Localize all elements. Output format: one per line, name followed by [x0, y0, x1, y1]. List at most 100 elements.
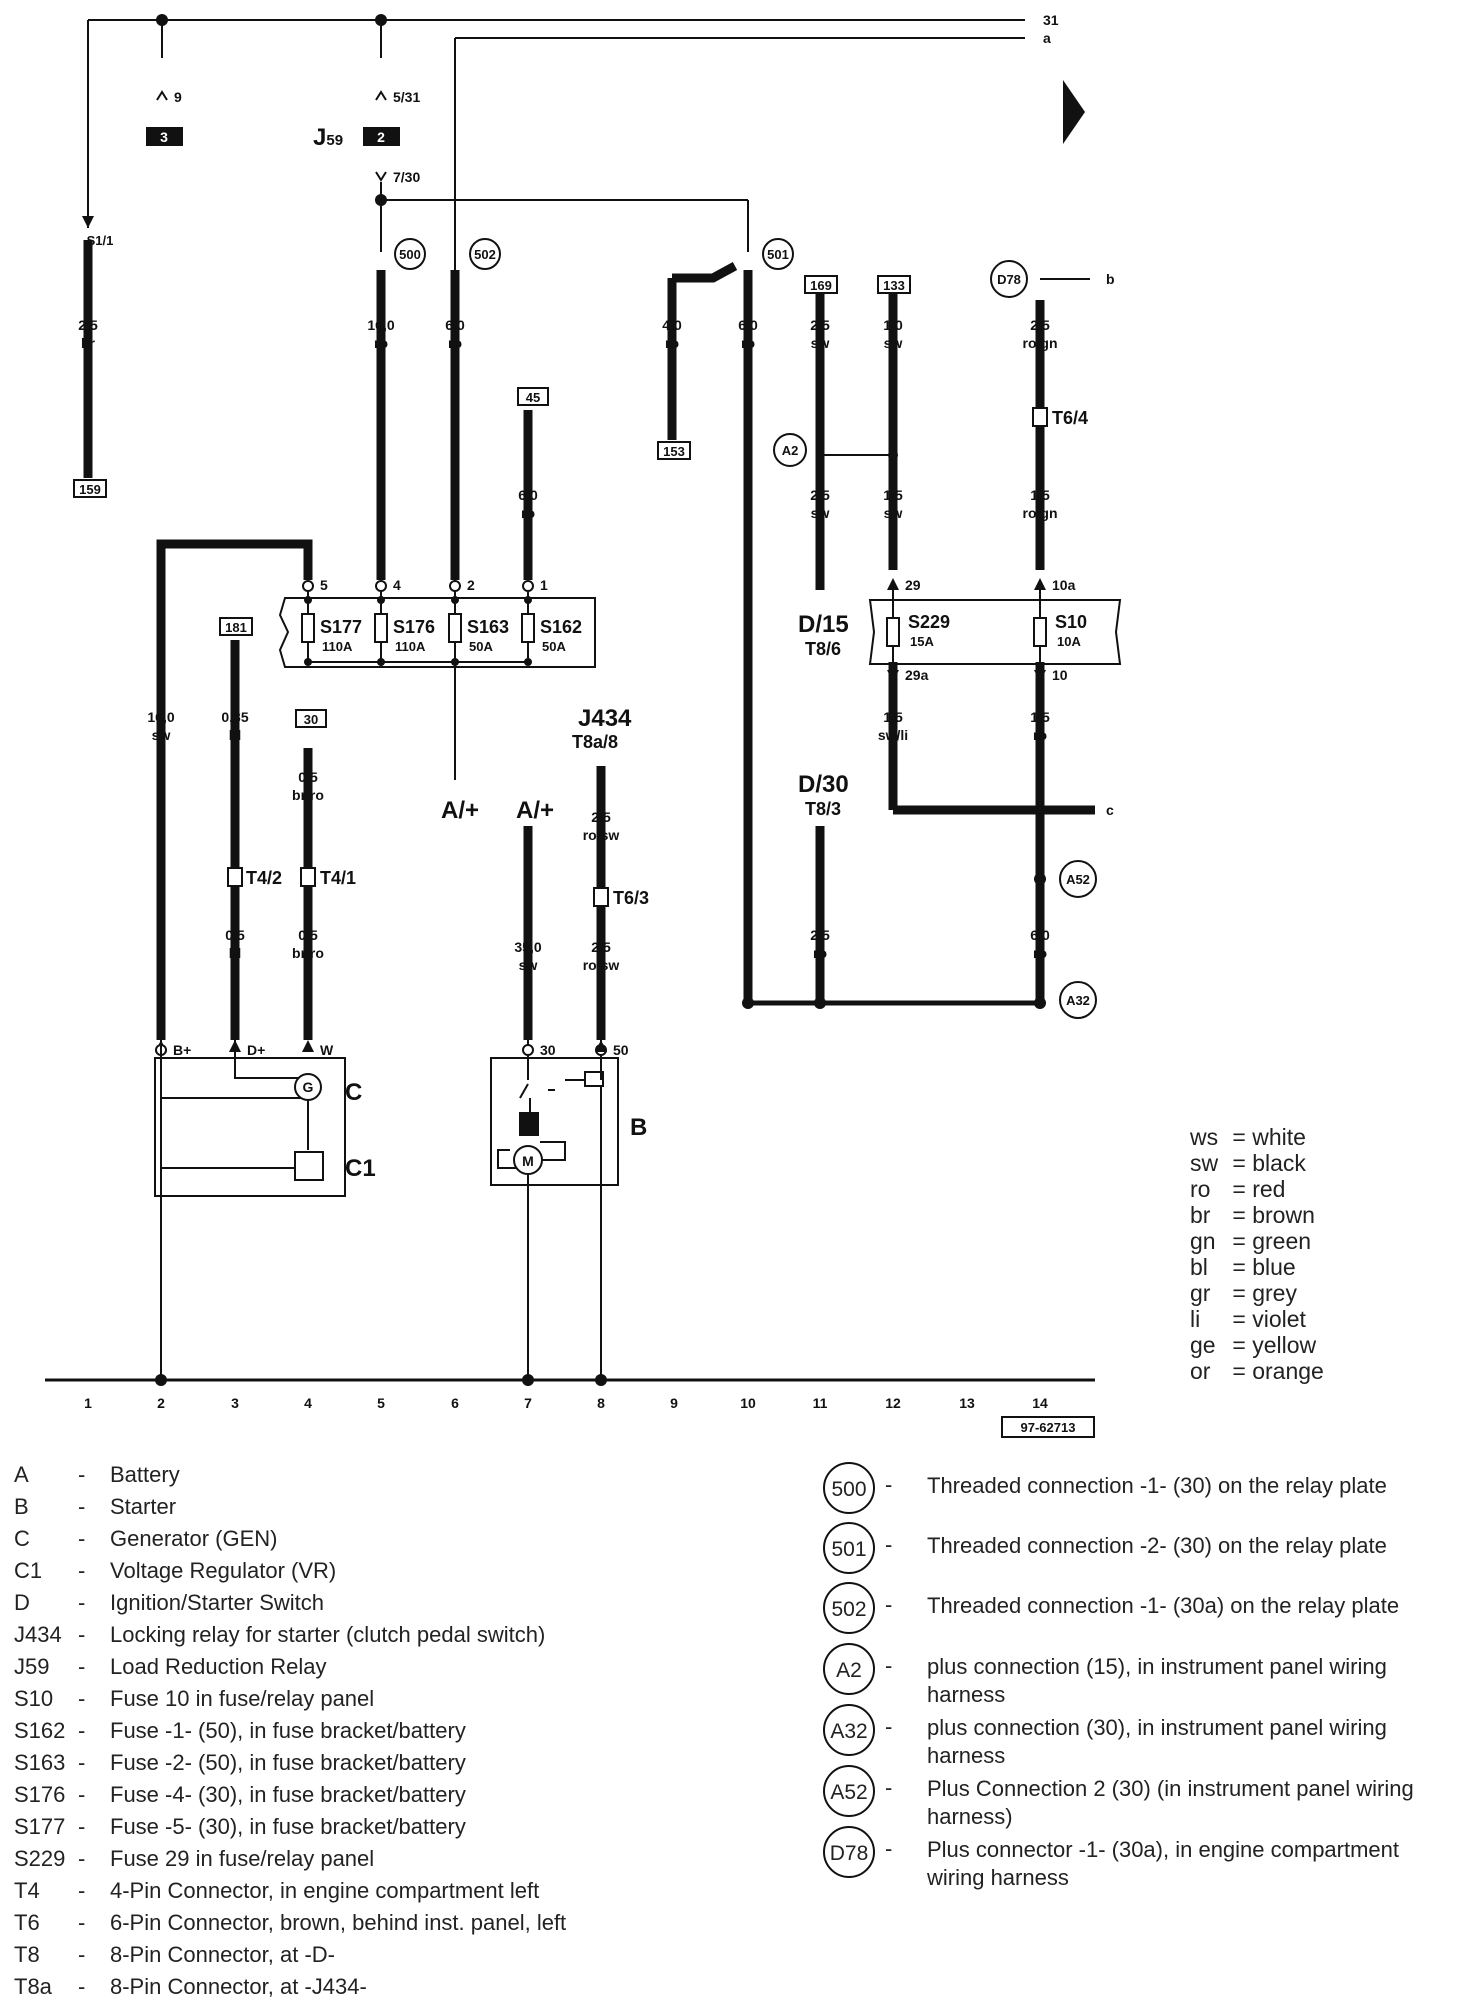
- svg-text:4,0: 4,0: [662, 317, 682, 333]
- connector-a32: A32: [1066, 993, 1090, 1008]
- connection-legend-row: 500-Threaded connection -1- (30) on the …: [823, 1460, 1463, 1518]
- bus-31-label: 31: [1043, 12, 1059, 28]
- svg-text:2: 2: [157, 1395, 165, 1411]
- svg-text:ro: ro: [521, 505, 535, 521]
- svg-text:10: 10: [740, 1395, 756, 1411]
- pin-10: 10: [1052, 667, 1068, 683]
- battery-plus-2: A/+: [516, 797, 554, 824]
- svg-text:ro: ro: [448, 335, 462, 351]
- color-key-row: ws = white: [1190, 1124, 1306, 1150]
- svg-text:6.0: 6.0: [518, 487, 538, 503]
- relay-box-3: [146, 127, 183, 146]
- relay-pin-9: 9: [174, 89, 182, 105]
- fuse-s177-rating: 110A: [322, 639, 353, 654]
- connector-t4-1: T4/1: [320, 868, 356, 888]
- svg-text:12: 12: [885, 1395, 901, 1411]
- svg-text:ro: ro: [665, 335, 679, 351]
- term-w: W: [320, 1042, 334, 1058]
- fuse-s229-rating: 15A: [910, 634, 934, 649]
- connector-d78: D78: [997, 272, 1021, 287]
- svg-text:5: 5: [377, 1395, 385, 1411]
- color-key-row: gr = grey: [1190, 1280, 1297, 1306]
- svg-text:bl: bl: [229, 727, 241, 743]
- fuse-pin-4: 4: [393, 577, 401, 593]
- fuse-s177: S177: [320, 617, 362, 637]
- svg-text:sw: sw: [519, 957, 538, 973]
- connector-t4-2: T4/2: [246, 868, 282, 888]
- svg-text:16,0: 16,0: [147, 709, 174, 725]
- color-key: ws = white sw = black ro = red br = brow…: [1190, 1124, 1324, 1384]
- ref-159: 159: [79, 482, 101, 497]
- relay-t8a-8: T8a/8: [572, 732, 618, 752]
- component-legend: A-Battery B-Starter C-Generator (GEN) C1…: [0, 1460, 1472, 2014]
- color-key-row: br = brown: [1190, 1202, 1315, 1228]
- generator-label: C: [345, 1079, 362, 1106]
- fuse-s10-rating: 10A: [1057, 634, 1081, 649]
- relay-box-3-label: 3: [160, 129, 168, 145]
- svg-text:ro/gn: ro/gn: [1023, 505, 1058, 521]
- switch-t8-6: T8/6: [805, 639, 841, 659]
- svg-text:S1/1: S1/1: [87, 233, 114, 248]
- svg-text:7: 7: [524, 1395, 532, 1411]
- svg-text:35,0: 35,0: [514, 939, 541, 955]
- fuse-s176: S176: [393, 617, 435, 637]
- fuse-pin-1: 1: [540, 577, 548, 593]
- bus-c-label: c: [1106, 802, 1114, 818]
- fuse-s229: S229: [908, 612, 950, 632]
- term-bplus: B+: [173, 1042, 191, 1058]
- svg-text:6,0: 6,0: [738, 317, 758, 333]
- svg-text:2,5: 2,5: [810, 927, 830, 943]
- svg-text:0,5: 0,5: [298, 769, 318, 785]
- relay-box-2: [363, 127, 400, 146]
- ref-181: 181: [225, 620, 247, 635]
- term-30: 30: [540, 1042, 556, 1058]
- svg-text:6,0: 6,0: [1030, 927, 1050, 943]
- ref-169: 169: [810, 278, 832, 293]
- svg-text:ro/gn: ro/gn: [1023, 335, 1058, 351]
- regulator-label: C1: [345, 1155, 376, 1182]
- svg-text:sw: sw: [811, 505, 830, 521]
- svg-text:sw/li: sw/li: [878, 727, 908, 743]
- generator-symbol: [294, 1073, 322, 1101]
- svg-text:ro/sw: ro/sw: [583, 957, 620, 973]
- relay-j434: J434: [578, 705, 632, 732]
- svg-text:G: G: [303, 1079, 314, 1095]
- pin-29: 29: [905, 577, 921, 593]
- pin-10a: 10a: [1052, 577, 1076, 593]
- svg-text:3: 3: [231, 1395, 239, 1411]
- svg-text:1,0: 1,0: [883, 317, 903, 333]
- svg-text:8: 8: [597, 1395, 605, 1411]
- svg-text:9: 9: [670, 1395, 678, 1411]
- svg-text:13: 13: [959, 1395, 975, 1411]
- svg-text:2,5: 2,5: [810, 487, 830, 503]
- connector-501: 501: [767, 247, 789, 262]
- fuse-s162: S162: [540, 617, 582, 637]
- diagram-ref-number: 97-62713: [1021, 1420, 1076, 1435]
- regulator-symbol: [294, 1151, 324, 1181]
- svg-text:2,5: 2,5: [591, 939, 611, 955]
- connector-500: 500: [399, 247, 421, 262]
- color-key-row: gn = green: [1190, 1228, 1312, 1254]
- svg-text:2,5: 2,5: [78, 317, 98, 333]
- svg-text:16,0: 16,0: [367, 317, 394, 333]
- svg-text:ro: ro: [813, 945, 827, 961]
- svg-text:2,5: 2,5: [810, 317, 830, 333]
- bus-a-label: a: [1043, 30, 1051, 46]
- svg-text:1,5: 1,5: [1030, 487, 1050, 503]
- thick-wires: [83, 240, 1095, 1040]
- continuation-arrow: [1063, 80, 1085, 144]
- relay-box-2-label: 2: [377, 129, 385, 145]
- svg-text:0,5: 0,5: [225, 927, 245, 943]
- color-key-row: bl = blue: [1190, 1254, 1296, 1280]
- fuse-s163: S163: [467, 617, 509, 637]
- svg-text:4: 4: [304, 1395, 312, 1411]
- wiring-diagram: 31 a 9 5/31 7/30 3 2 J59 b c: [45, 12, 1122, 1438]
- fuse-s176-rating: 110A: [395, 639, 426, 654]
- battery-plus-1: A/+: [441, 797, 479, 824]
- svg-text:br: br: [81, 335, 96, 351]
- connection-legend-row: 502-Threaded connection -1- (30a) on the…: [823, 1580, 1463, 1638]
- svg-text:sw: sw: [884, 335, 903, 351]
- svg-text:ro: ro: [741, 335, 755, 351]
- svg-text:1,5: 1,5: [883, 709, 903, 725]
